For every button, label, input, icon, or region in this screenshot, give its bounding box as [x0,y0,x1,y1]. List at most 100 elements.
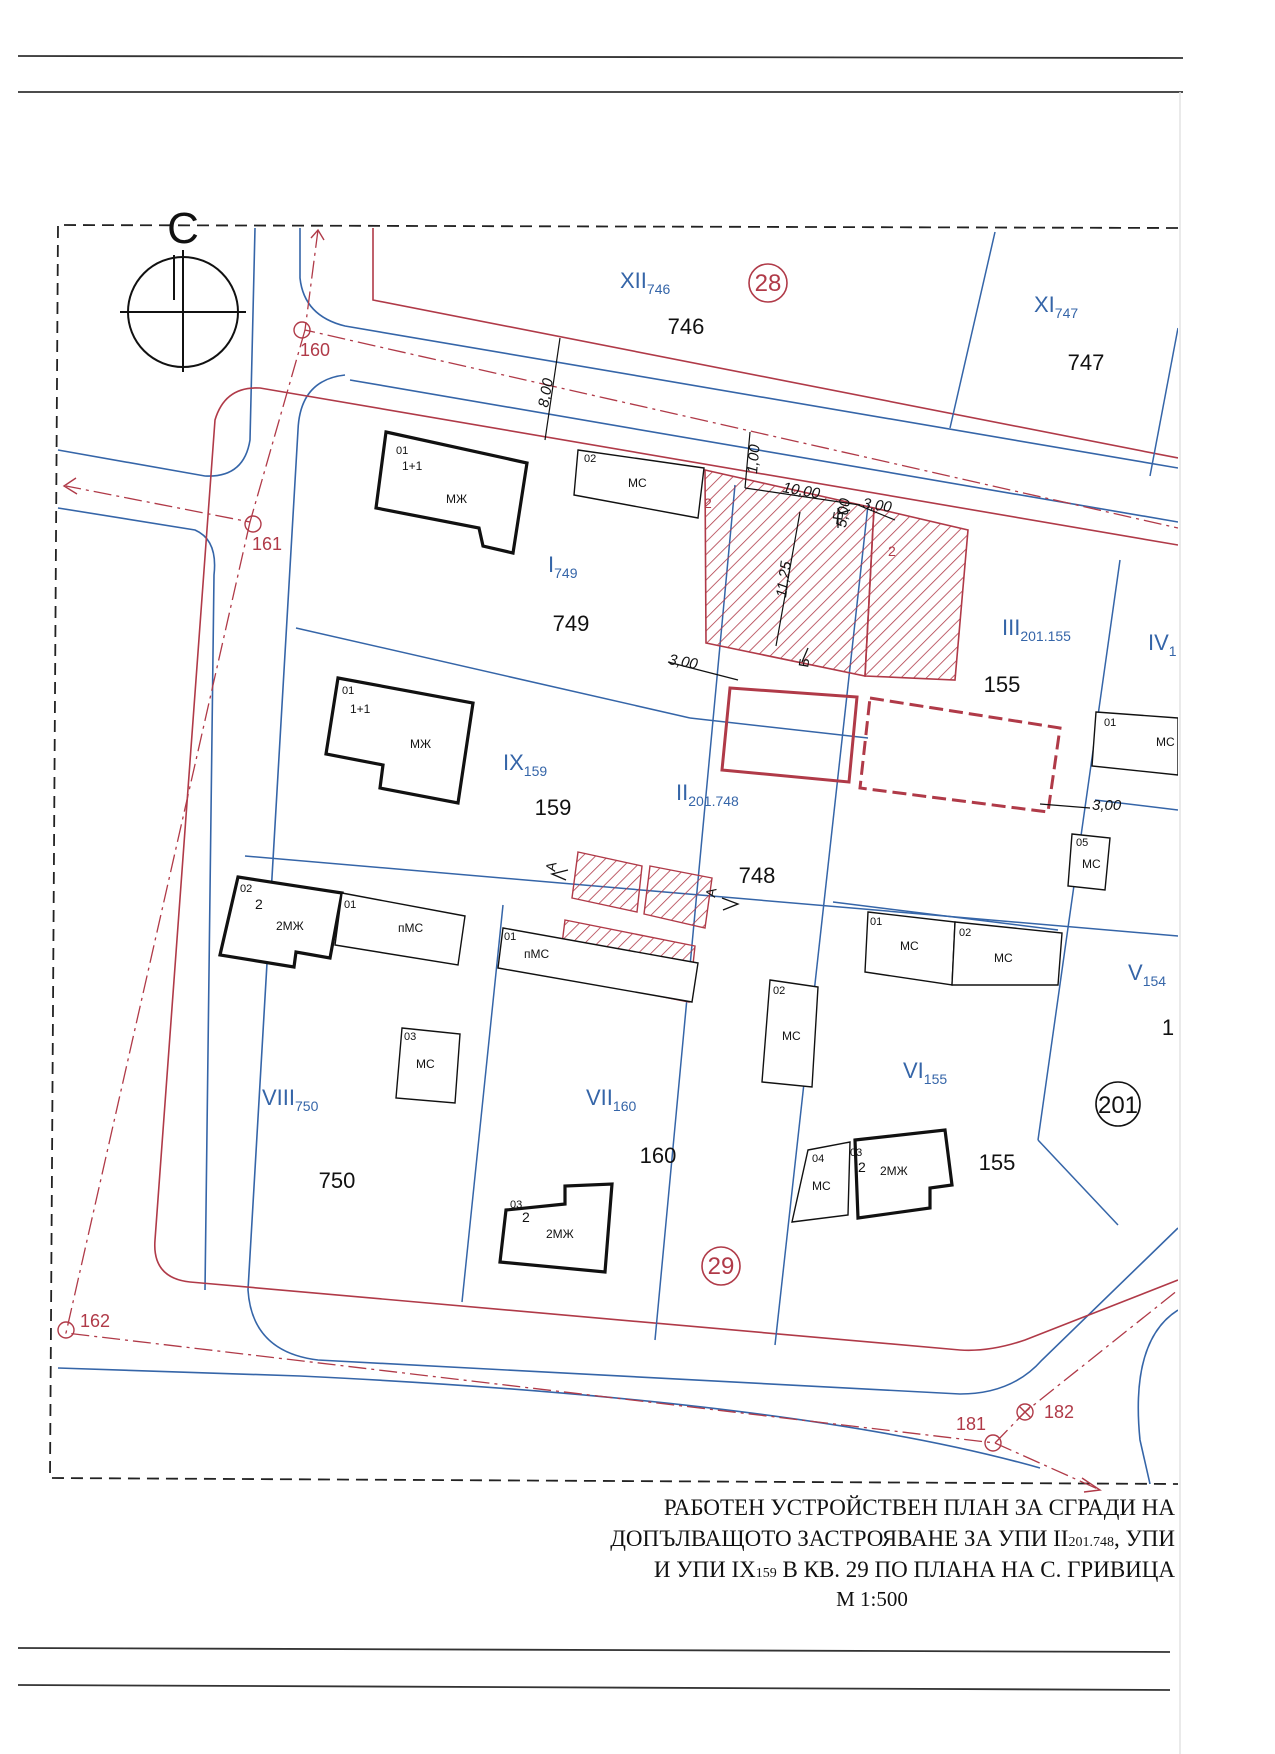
building-pms-160 [497,927,699,1003]
building-no: 02 [959,927,971,939]
building-no: 02 [584,453,596,465]
building-type: пМС [524,947,549,961]
building-no: 04 [812,1153,824,1165]
block-number: 201 [1098,1092,1138,1119]
building-ms-04 [791,1141,851,1223]
building-no: 03 [510,1199,522,1211]
building-ms-749 [573,449,705,519]
plot-code: V154 [1128,960,1166,989]
dimension-label: 11,25 [773,559,795,598]
building-no: 03 [850,1147,862,1159]
building-2mzh-160 [498,1182,614,1274]
axis-point-label: 161 [252,534,282,554]
building-ms-02-160 [761,979,819,1088]
north-label: С [167,204,199,253]
existing-buildings [218,430,1178,1274]
plot-number: 159 [535,795,572,820]
building-no: 02 [240,883,252,895]
building-ms-iv [1091,711,1178,776]
building-no: 01 [396,445,408,457]
building-no: 05 [1076,837,1088,849]
building-no: 01 [504,931,516,943]
building-no: 01 [342,685,354,697]
frame-bottom-line [17,1647,1171,1653]
street-axes [65,229,1178,1491]
proposed-outline-1 [720,686,859,784]
building-pms-750 [334,892,466,966]
frame-bottom-line-2 [17,1684,1171,1691]
north-arrow [120,250,246,372]
axis-point-label: 160 [300,340,330,360]
building-type: МС [812,1179,831,1193]
plot-number: 160 [640,1143,677,1168]
building-type: МС [900,939,919,953]
plot-number: 1 [1162,1015,1174,1040]
section-marks [549,509,851,911]
new-building-b [864,507,969,681]
section-mark: Б [795,657,812,669]
building-no: 01 [344,899,356,911]
proposed-outline-2 [858,696,1062,814]
building-type: МС [782,1029,801,1043]
building-no: 03 [404,1031,416,1043]
new-building-floors: 2 [704,495,712,511]
block-number: 28 [755,270,782,297]
building-type: пМС [398,921,423,935]
title-block: РАБОТЕН УСТРОЙСТВЕН ПЛАН ЗА СГРАДИ НА ДО… [610,1495,1175,1611]
building-type: 2МЖ [880,1164,908,1178]
building-floors: 2 [858,1159,866,1175]
plot-number: 155 [984,672,1021,697]
building-type: МС [628,476,647,490]
building-floors: 2 [522,1209,530,1225]
outbuilding-hatched-1 [571,851,643,913]
building-type: МЖ [446,492,467,506]
plot-number: 155 [979,1150,1016,1175]
building-type: МС [1082,857,1101,871]
axis-point-label: 162 [80,1311,110,1331]
building-2mzh-155 [853,1128,954,1220]
dimension-label: 3,00 [861,495,893,516]
axis-arrows [62,228,1102,1493]
regulation-lines [154,228,1178,1352]
section-mark: А [542,860,559,873]
axis-point-markers [57,321,1034,1452]
plot-code: IV1 [1148,630,1177,659]
plot-code: XI747 [1034,292,1078,321]
building-type: МС [416,1057,435,1071]
plot-number: 747 [1068,350,1105,375]
building-no: 02 [773,985,785,997]
scope-boundary [49,224,1178,1485]
dimension-label: 8,00 [535,376,557,408]
building-type: МЖ [410,737,431,751]
plot-number: 749 [553,611,590,636]
building-floors: 2 [255,896,263,912]
building-mzh-749 [374,430,529,555]
building-type: МС [994,951,1013,965]
block-29-circle [701,1246,741,1286]
new-building-floors: 2 [888,543,896,559]
title-line-1: РАБОТЕН УСТРОЙСТВЕН ПЛАН ЗА СГРАДИ НА [664,1495,1176,1520]
axis-point-label: 182 [1044,1402,1074,1422]
dimension-lines [544,337,1091,809]
building-ms-03 [395,1027,461,1104]
outbuilding-hatched-2 [643,865,713,929]
building-floors: 1+1 [402,459,423,473]
plot-number: 750 [319,1168,356,1193]
title-line-3: И УПИ IX159 В КВ. 29 ПО ПЛАНА НА С. ГРИВ… [654,1557,1175,1582]
axis-point-label: 181 [956,1414,986,1434]
dimension-label: 3,00 [667,651,699,673]
building-type: МС [1156,735,1175,749]
building-mzh-159 [324,676,475,805]
building-ms-02 [951,921,1063,986]
dimension-label: 1,00 [744,443,764,474]
building-no: 01 [1104,717,1116,729]
block-201-circle [1095,1081,1141,1127]
street-curbs [57,227,1178,1485]
plot-code: III201.155 [1002,615,1071,644]
building-type: 2МЖ [546,1227,574,1241]
building-floors: 1+1 [350,702,371,716]
building-no: 01 [870,916,882,928]
building-type: 2МЖ [276,919,304,933]
dimension-label: 5,00 [833,497,854,529]
